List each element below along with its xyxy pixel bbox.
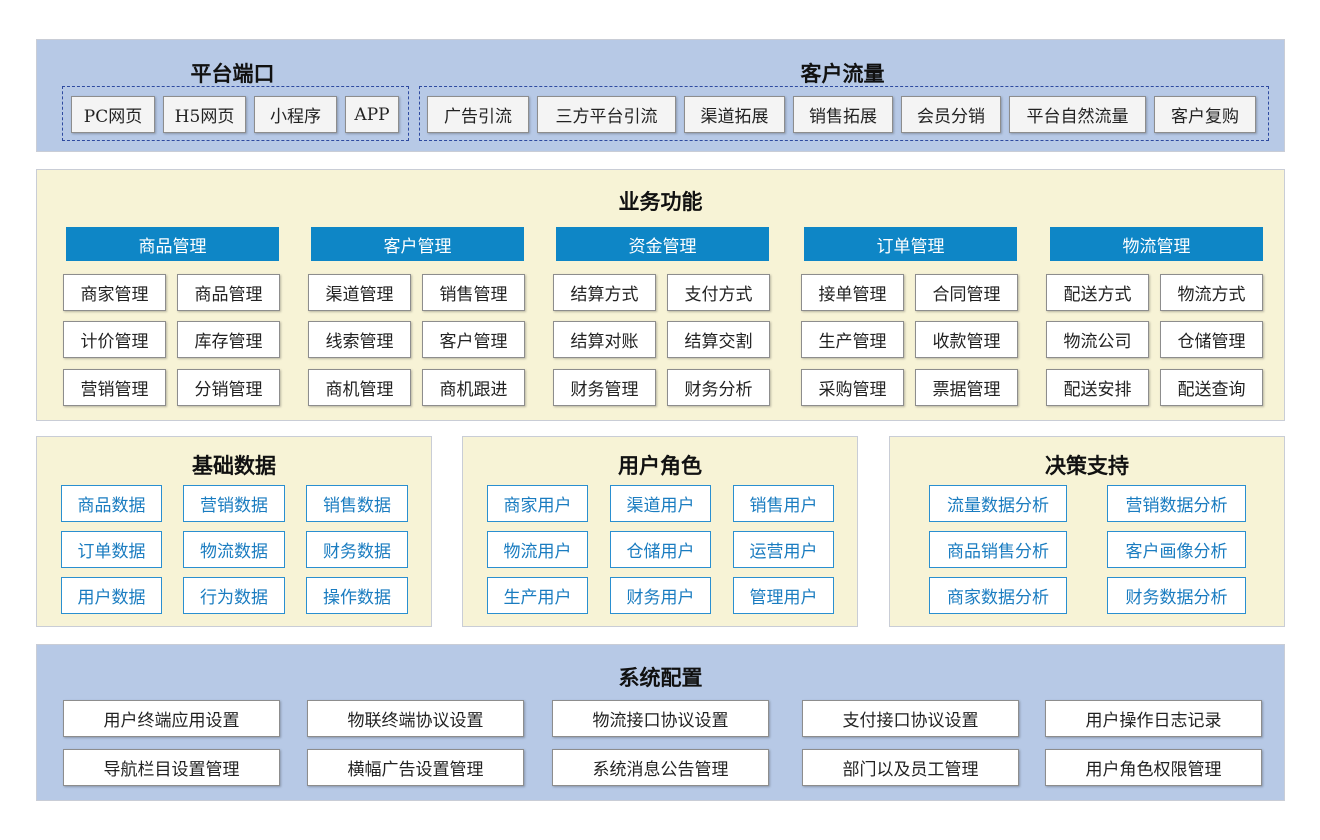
data-panel: 基础数据 商品数据 营销数据 销售数据 订单数据 物流数据 财务数据 用户数据 … bbox=[36, 436, 432, 627]
data-item: 销售数据 bbox=[306, 485, 408, 522]
business-panel: 业务功能 商品管理 商家管理 商品管理 计价管理 库存管理 营销管理 分销管理 … bbox=[36, 169, 1285, 421]
data-item: 商品数据 bbox=[61, 485, 162, 522]
traffic-item-repurchase: 客户复购 bbox=[1154, 96, 1256, 133]
role-item: 财务用户 bbox=[610, 577, 711, 614]
group-item: 商机管理 bbox=[308, 369, 411, 406]
system-panel: 系统配置 用户终端应用设置 物联终端协议设置 物流接口协议设置 支付接口协议设置… bbox=[36, 644, 1285, 801]
role-item: 管理用户 bbox=[733, 577, 834, 614]
system-item: 用户操作日志记录 bbox=[1045, 700, 1262, 737]
system-item: 用户终端应用设置 bbox=[63, 700, 280, 737]
role-item: 渠道用户 bbox=[610, 485, 711, 522]
traffic-item-third-party: 三方平台引流 bbox=[537, 96, 676, 133]
group-item: 采购管理 bbox=[801, 369, 904, 406]
role-item: 销售用户 bbox=[733, 485, 834, 522]
platform-item-h5: H5网页 bbox=[163, 96, 246, 133]
group-item: 配送方式 bbox=[1046, 274, 1149, 311]
system-item: 部门以及员工管理 bbox=[802, 749, 1019, 786]
platform-title: 平台端口 bbox=[190, 62, 275, 86]
group-item: 商家管理 bbox=[63, 274, 166, 311]
group-item: 支付方式 bbox=[667, 274, 770, 311]
group-header-funds: 资金管理 bbox=[556, 227, 769, 261]
platform-item-miniprogram: 小程序 bbox=[254, 96, 337, 133]
traffic-item-natural: 平台自然流量 bbox=[1009, 96, 1146, 133]
system-item: 横幅广告设置管理 bbox=[307, 749, 524, 786]
traffic-item-member: 会员分销 bbox=[901, 96, 1001, 133]
system-item: 物流接口协议设置 bbox=[552, 700, 769, 737]
group-header-product: 商品管理 bbox=[66, 227, 279, 261]
platform-group bbox=[62, 86, 409, 141]
decision-title: 决策支持 bbox=[1045, 454, 1129, 478]
decision-item: 商品销售分析 bbox=[929, 531, 1067, 568]
decision-panel: 决策支持 流量数据分析 营销数据分析 商品销售分析 客户画像分析 商家数据分析 … bbox=[889, 436, 1285, 627]
business-title: 业务功能 bbox=[618, 190, 703, 214]
group-item: 渠道管理 bbox=[308, 274, 411, 311]
data-item: 操作数据 bbox=[306, 577, 408, 614]
group-item: 销售管理 bbox=[422, 274, 525, 311]
traffic-item-ads: 广告引流 bbox=[427, 96, 529, 133]
group-item: 仓储管理 bbox=[1160, 321, 1263, 358]
group-item: 财务分析 bbox=[667, 369, 770, 406]
group-item: 客户管理 bbox=[422, 321, 525, 358]
group-item: 配送安排 bbox=[1046, 369, 1149, 406]
role-item: 物流用户 bbox=[487, 531, 588, 568]
group-item: 合同管理 bbox=[915, 274, 1018, 311]
data-item: 订单数据 bbox=[61, 531, 162, 568]
data-item: 用户数据 bbox=[61, 577, 162, 614]
traffic-group bbox=[419, 86, 1269, 141]
group-item: 结算方式 bbox=[553, 274, 656, 311]
decision-item: 客户画像分析 bbox=[1107, 531, 1246, 568]
decision-item: 商家数据分析 bbox=[929, 577, 1067, 614]
top-panel: 平台端口 客户流量 PC网页 H5网页 小程序 APP 广告引流 三方平台引流 … bbox=[36, 39, 1285, 152]
roles-panel: 用户角色 商家用户 渠道用户 销售用户 物流用户 仓储用户 运营用户 生产用户 … bbox=[462, 436, 858, 627]
platform-item-pc: PC网页 bbox=[71, 96, 155, 133]
platform-item-app: APP bbox=[345, 96, 399, 133]
group-item: 营销管理 bbox=[63, 369, 166, 406]
system-item: 用户角色权限管理 bbox=[1045, 749, 1262, 786]
system-item: 导航栏目设置管理 bbox=[63, 749, 280, 786]
role-item: 运营用户 bbox=[733, 531, 834, 568]
decision-item: 营销数据分析 bbox=[1107, 485, 1246, 522]
role-item: 商家用户 bbox=[487, 485, 588, 522]
decision-item: 流量数据分析 bbox=[929, 485, 1067, 522]
traffic-title: 客户流量 bbox=[800, 62, 885, 86]
group-item: 线索管理 bbox=[308, 321, 411, 358]
role-item: 生产用户 bbox=[487, 577, 588, 614]
group-item: 配送查询 bbox=[1160, 369, 1263, 406]
role-item: 仓储用户 bbox=[610, 531, 711, 568]
group-item: 票据管理 bbox=[915, 369, 1018, 406]
group-item: 生产管理 bbox=[801, 321, 904, 358]
data-item: 营销数据 bbox=[183, 485, 285, 522]
group-item: 商品管理 bbox=[177, 274, 280, 311]
group-item: 财务管理 bbox=[553, 369, 656, 406]
system-item: 系统消息公告管理 bbox=[552, 749, 769, 786]
data-item: 行为数据 bbox=[183, 577, 285, 614]
data-title: 基础数据 bbox=[192, 454, 276, 478]
system-title: 系统配置 bbox=[618, 666, 703, 690]
group-item: 结算交割 bbox=[667, 321, 770, 358]
group-item: 物流方式 bbox=[1160, 274, 1263, 311]
group-header-logistics: 物流管理 bbox=[1050, 227, 1263, 261]
traffic-item-channel: 渠道拓展 bbox=[684, 96, 785, 133]
system-item: 物联终端协议设置 bbox=[307, 700, 524, 737]
group-item: 接单管理 bbox=[801, 274, 904, 311]
group-item: 商机跟进 bbox=[422, 369, 525, 406]
group-item: 收款管理 bbox=[915, 321, 1018, 358]
group-item: 结算对账 bbox=[553, 321, 656, 358]
roles-title: 用户角色 bbox=[618, 454, 702, 478]
data-item: 财务数据 bbox=[306, 531, 408, 568]
system-item: 支付接口协议设置 bbox=[802, 700, 1019, 737]
traffic-item-sales: 销售拓展 bbox=[793, 96, 893, 133]
group-item: 计价管理 bbox=[63, 321, 166, 358]
data-item: 物流数据 bbox=[183, 531, 285, 568]
group-item: 库存管理 bbox=[177, 321, 280, 358]
group-header-order: 订单管理 bbox=[804, 227, 1017, 261]
group-header-customer: 客户管理 bbox=[311, 227, 524, 261]
group-item: 物流公司 bbox=[1046, 321, 1149, 358]
group-item: 分销管理 bbox=[177, 369, 280, 406]
decision-item: 财务数据分析 bbox=[1107, 577, 1246, 614]
